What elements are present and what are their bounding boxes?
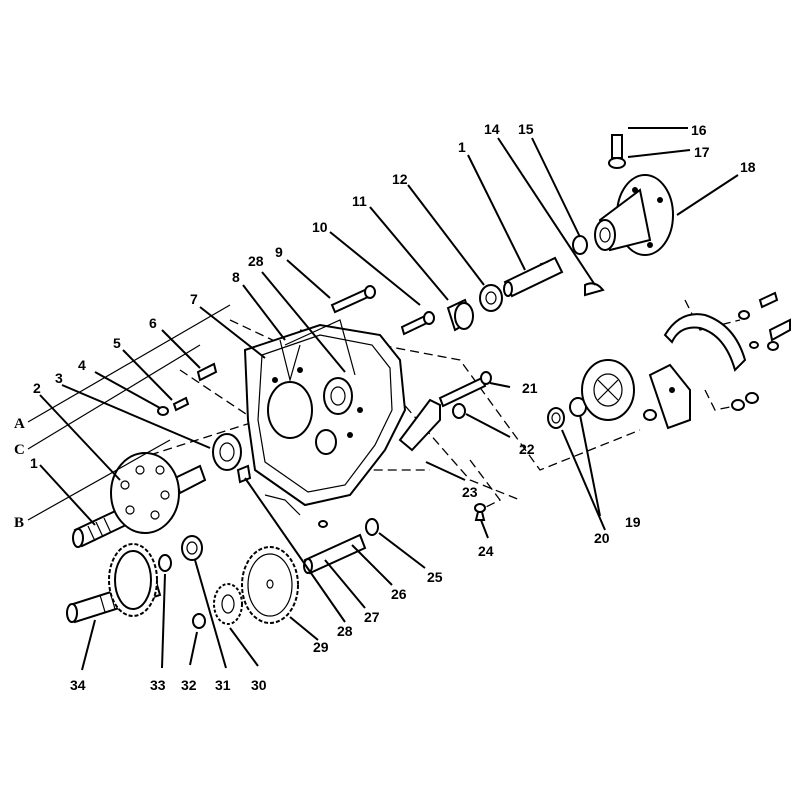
leader-lines	[39, 127, 739, 671]
hub-18	[594, 174, 674, 256]
callout-25: 25	[427, 569, 443, 585]
shaft-1-upper	[503, 256, 564, 298]
lever-hook	[264, 494, 301, 516]
callout-19: 19	[625, 514, 641, 530]
intermediate-shaft-26	[303, 518, 379, 575]
right-hardware	[731, 291, 791, 411]
nut-22	[452, 403, 466, 419]
bushing-12	[479, 284, 503, 312]
dowel-pin-28-lower	[236, 464, 252, 484]
callout-labels: 1 2 3 4 5 6 7 8 9 10 11 12 1 14 15 16 17…	[30, 121, 756, 693]
callout-1-left: 1	[30, 455, 38, 471]
callout-30: 30	[251, 677, 267, 693]
callout-1-top: 1	[458, 139, 466, 155]
bearing-20	[547, 407, 565, 429]
bearing-3	[212, 433, 242, 471]
callout-12: 12	[392, 171, 408, 187]
callout-7: 7	[190, 291, 198, 307]
bolt-21	[438, 376, 487, 408]
callout-16: 16	[691, 122, 707, 138]
callout-29: 29	[313, 639, 329, 655]
callout-11: 11	[352, 193, 367, 209]
ref-letter-a: A	[14, 416, 25, 432]
callout-27: 27	[364, 609, 380, 625]
ref-letter-c: C	[14, 442, 25, 458]
flange-plate-2	[110, 452, 180, 534]
bolt-head-10	[423, 311, 435, 325]
drum-19	[569, 359, 635, 421]
screw-head-24	[474, 503, 486, 513]
callout-26: 26	[391, 586, 407, 602]
small-gear-30	[213, 583, 243, 625]
callout-32: 32	[181, 677, 197, 693]
bolt-9	[330, 288, 370, 314]
sprocket-large-34	[108, 543, 158, 617]
callout-3: 3	[55, 370, 63, 386]
callout-17: 17	[694, 144, 710, 160]
screw-24	[474, 511, 486, 521]
washer-32	[192, 613, 206, 629]
callout-21: 21	[522, 380, 538, 396]
callout-20: 20	[594, 530, 610, 546]
callout-5: 5	[113, 335, 121, 351]
callout-14: 14	[484, 121, 500, 137]
brake-band	[643, 313, 747, 430]
nut-17	[608, 157, 626, 169]
gear-housing-7	[243, 323, 407, 507]
callout-31: 31	[215, 677, 231, 693]
reference-letter-labels: A C B	[14, 304, 231, 531]
gasket-28	[284, 319, 356, 376]
callout-9: 9	[275, 244, 283, 260]
bolt-5	[172, 396, 190, 412]
bearing-31	[181, 535, 203, 561]
nut-4	[157, 406, 169, 416]
callout-34: 34	[70, 677, 86, 693]
reference-lines	[149, 299, 741, 511]
bolt-head-9	[364, 285, 376, 299]
snap-ring-15	[572, 235, 588, 255]
callout-33: 33	[150, 677, 166, 693]
snap-ring-33	[158, 554, 172, 572]
callout-28-top: 28	[248, 253, 264, 269]
sprocket-29	[241, 546, 299, 624]
ref-letter-b: B	[14, 515, 24, 531]
bolt-6	[196, 362, 218, 382]
key-14	[584, 282, 605, 297]
callout-22: 22	[519, 441, 535, 457]
bolt-16	[611, 134, 623, 159]
bracket-23	[398, 398, 441, 452]
callout-23: 23	[462, 484, 478, 500]
callout-28-bot: 28	[337, 623, 353, 639]
part-shapes	[66, 134, 791, 629]
callout-4: 4	[78, 357, 86, 373]
callout-10: 10	[312, 219, 328, 235]
bolt-head-21	[480, 371, 492, 385]
callout-24: 24	[478, 543, 494, 559]
needle-bearing-11	[446, 298, 474, 332]
callout-6: 6	[149, 315, 157, 331]
callout-15: 15	[518, 121, 534, 137]
callout-18: 18	[740, 159, 756, 175]
callout-2: 2	[33, 380, 41, 396]
callout-8: 8	[232, 269, 240, 285]
